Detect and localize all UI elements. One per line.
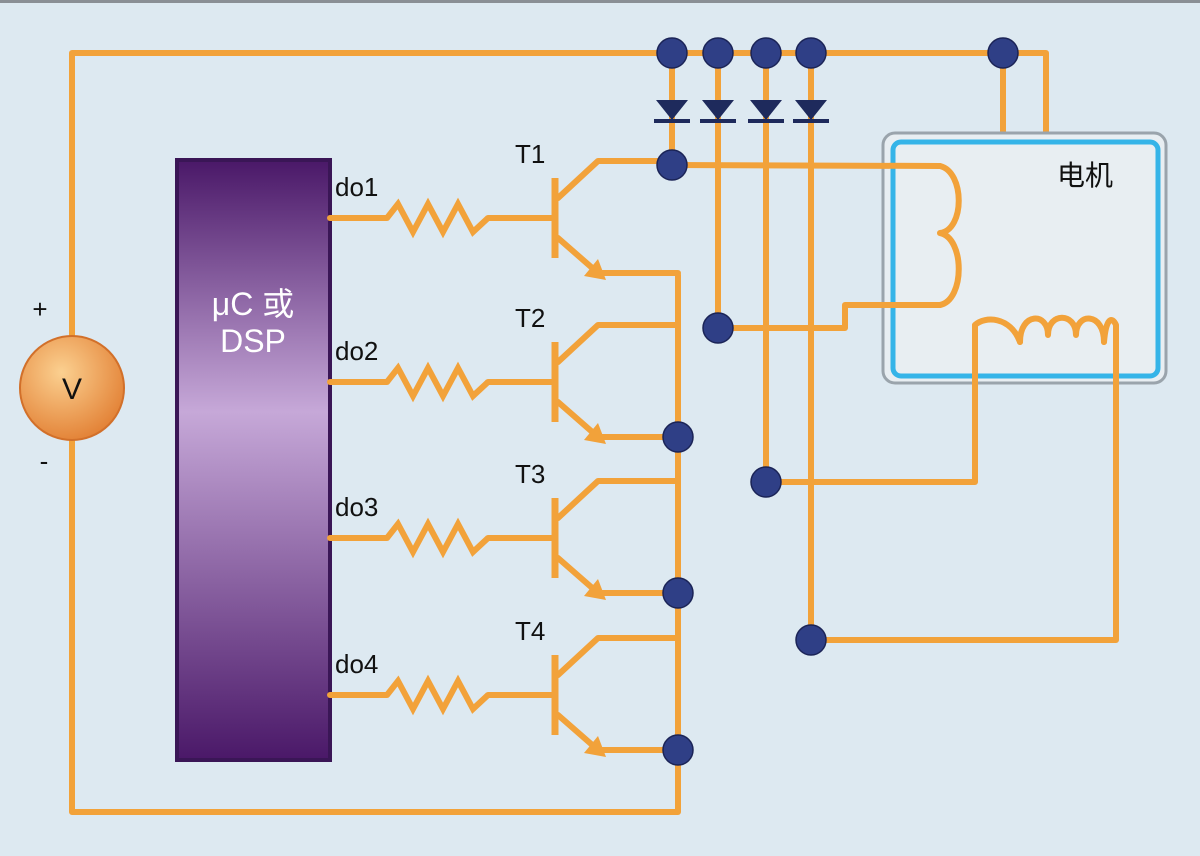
driver-stage-1: do1 T1 (327, 139, 681, 280)
voltage-source-icon (19, 335, 125, 441)
junction-node-10 (662, 421, 694, 453)
junction-node-8 (750, 466, 782, 498)
top-border (0, 0, 1200, 3)
motor-label: 电机 (1057, 160, 1113, 191)
driver-stages: do1 T1 do2 T2 do3 T3 do4 T4 (327, 139, 681, 757)
emitter-arrow-icon (584, 579, 606, 600)
junction-node-2 (702, 37, 734, 69)
junction-node-1 (656, 37, 688, 69)
transistor-label-1: T1 (515, 139, 545, 169)
junction-node-9 (795, 624, 827, 656)
output-label-1: do1 (335, 172, 378, 202)
controller-label-line1: μC 或 (212, 286, 294, 322)
transistor-label-3: T3 (515, 459, 545, 489)
transistor-label-4: T4 (515, 616, 545, 646)
controller-block (175, 158, 332, 762)
junction-node-7 (702, 312, 734, 344)
junction-node-3 (750, 37, 782, 69)
resistor-1-icon (384, 197, 491, 239)
junction-node-11 (662, 577, 694, 609)
junction-node-6 (656, 149, 688, 181)
coil-a-icon (937, 163, 962, 308)
supply-plus: + (32, 294, 47, 324)
coil-b-icon (1017, 314, 1107, 345)
diode-2-icon (700, 100, 736, 123)
emitter-arrow-icon (584, 259, 606, 280)
output-label-3: do3 (335, 492, 378, 522)
resistor-2-icon (384, 361, 491, 403)
diode-1-icon (654, 100, 690, 123)
junction-node-12 (662, 734, 694, 766)
resistor-4-icon (384, 674, 491, 716)
driver-stage-4: do4 T4 (327, 616, 681, 757)
resistor-3-icon (384, 517, 491, 559)
emitter-arrow-icon (584, 423, 606, 444)
supply-minus: - (40, 446, 49, 476)
controller-label-line2: DSP (220, 323, 286, 359)
supply-label: V (62, 373, 82, 406)
transistor-label-2: T2 (515, 303, 545, 333)
diode-3-icon (748, 100, 784, 123)
junction-node-5 (987, 37, 1019, 69)
junction-node-4 (795, 37, 827, 69)
driver-stage-2: do2 T2 (327, 303, 681, 444)
emitter-arrow-icon (584, 736, 606, 757)
junction-nodes (656, 37, 1019, 766)
diode-4-icon (793, 100, 829, 123)
phase-wires (669, 162, 1119, 643)
output-label-2: do2 (335, 336, 378, 366)
driver-stage-3: do3 T3 (327, 459, 681, 600)
diode-bus (669, 50, 814, 643)
motor-housing (881, 131, 1168, 385)
output-label-4: do4 (335, 649, 378, 679)
